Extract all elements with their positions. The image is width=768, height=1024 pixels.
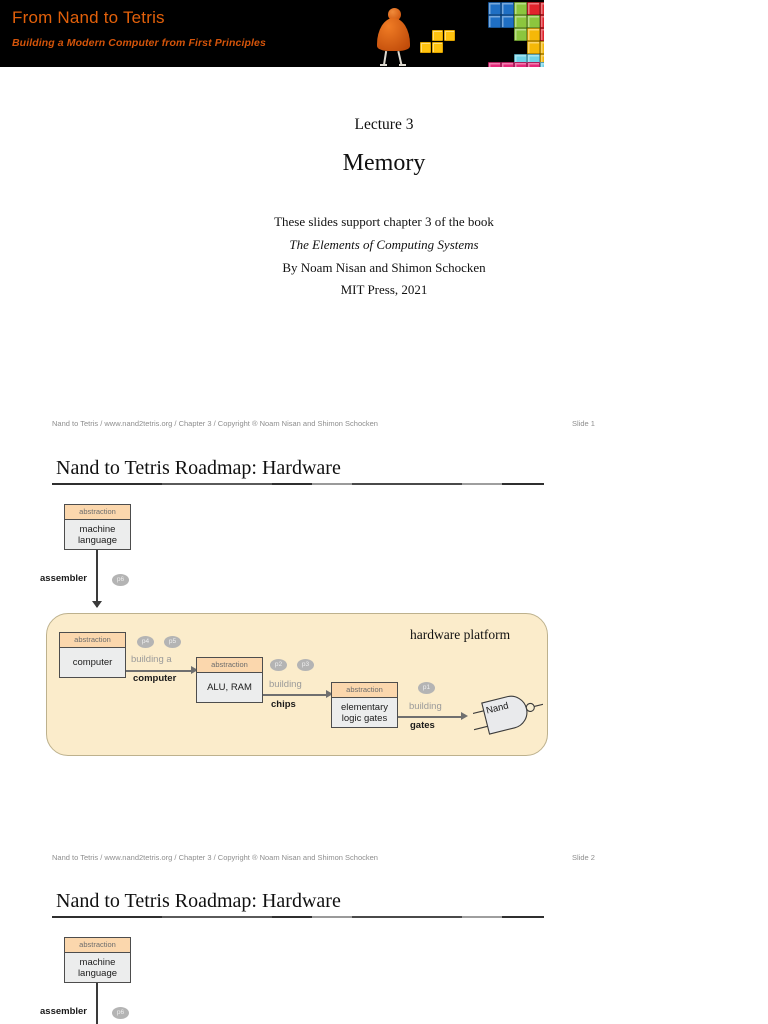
lecture-number: Lecture 3: [354, 116, 414, 133]
pill-p5: p5: [164, 636, 181, 648]
box-elementary-logic-gates: abstraction elementary logic gates: [331, 682, 398, 728]
support-line: These slides support chapter 3 of the bo…: [274, 214, 494, 229]
arrow-computer-head: [191, 666, 198, 674]
pill-p6: p6: [112, 1007, 129, 1019]
pill-p1: p1: [418, 682, 435, 694]
box-header-abstraction: abstraction: [197, 658, 262, 673]
tetris-blocks-icon-small: [420, 30, 456, 56]
arrow-computer-line: [126, 670, 193, 672]
slide-footer-credit: Nand to Tetris / www.nand2tetris.org / C…: [52, 853, 378, 862]
edge-label-gates: gates: [410, 720, 435, 731]
box-body-computer: computer: [72, 657, 113, 669]
person-foot-right: [399, 64, 406, 66]
box-computer: abstraction computer: [59, 632, 126, 678]
edge-label-assembler: assembler: [40, 573, 88, 584]
logic-gates-line2: logic gates: [341, 713, 388, 724]
banner-title: From Nand to Tetris: [12, 8, 165, 27]
box-body-machine-language: machine language: [65, 520, 130, 550]
arrow-chips-head: [326, 690, 333, 698]
box-machine-language: abstraction machine language: [64, 504, 131, 550]
course-banner: From Nand to Tetris Building a Modern Co…: [0, 0, 544, 67]
box-body-alu-ram: ALU, RAM: [207, 682, 252, 694]
book-authors: By Noam Nisan and Shimon Schocken: [282, 260, 486, 275]
machine-language-line1: machine: [79, 523, 116, 535]
pill-p2: p2: [270, 659, 287, 671]
box-header-abstraction: abstraction: [65, 505, 130, 520]
box-header-abstraction: abstraction: [332, 683, 397, 698]
arrow-gates-line: [398, 716, 463, 718]
slide-number: Slide 2: [572, 853, 595, 862]
book-title: The Elements of Computing Systems: [289, 237, 479, 252]
arrow-chips-line: [263, 694, 328, 696]
edge-label-building: building: [269, 679, 302, 690]
slide-title-text: Nand to Tetris Roadmap: Hardware: [56, 457, 341, 479]
box-header-abstraction: abstraction: [65, 938, 130, 953]
logic-gates-line1: elementary: [341, 701, 388, 713]
edge-label-chips: chips: [271, 699, 296, 710]
slide-number: Slide 1: [572, 419, 595, 428]
assembler-arrow-line: [96, 983, 98, 1024]
edge-label-assembler: assembler: [40, 1006, 88, 1017]
edge-label-building2: building: [409, 701, 442, 712]
pill-p4: p4: [137, 636, 154, 648]
person-foot-left: [380, 64, 387, 66]
person-head: [388, 8, 401, 21]
person-body: [377, 18, 410, 51]
box-alu-ram: abstraction ALU, RAM: [196, 657, 263, 703]
edge-label-building-a: building a: [131, 654, 172, 665]
machine-language-line1: machine: [79, 956, 116, 968]
walking-person-icon: [372, 8, 418, 67]
assembler-arrow-line: [96, 550, 98, 607]
pill-p6: p6: [112, 574, 129, 586]
slide-footer-credit: Nand to Tetris / www.nand2tetris.org / C…: [52, 419, 378, 428]
book-publisher: MIT Press, 2021: [340, 282, 428, 297]
hardware-platform-box: [46, 613, 548, 756]
assembler-arrow-head: [92, 601, 102, 608]
page-title: Memory: [342, 150, 426, 176]
edge-label-computer: computer: [133, 673, 177, 684]
title-rule: [52, 483, 544, 485]
machine-language-line2: language: [77, 968, 118, 979]
hardware-platform-label: hardware platform: [410, 627, 511, 642]
arrow-gates-head: [461, 712, 468, 720]
title-rule: [52, 916, 544, 918]
box-body-logic-gates: elementary logic gates: [332, 698, 397, 728]
pill-p3: p3: [297, 659, 314, 671]
slide-title-text: Nand to Tetris Roadmap: Hardware: [56, 890, 341, 912]
banner-subtitle: Building a Modern Computer from First Pr…: [12, 37, 266, 49]
box-header-abstraction: abstraction: [60, 633, 125, 648]
nand-gate-icon: Nand: [470, 687, 546, 739]
box-body-machine-language: machine language: [65, 953, 130, 983]
machine-language-line2: language: [77, 535, 118, 546]
box-machine-language: abstraction machine language: [64, 937, 131, 983]
